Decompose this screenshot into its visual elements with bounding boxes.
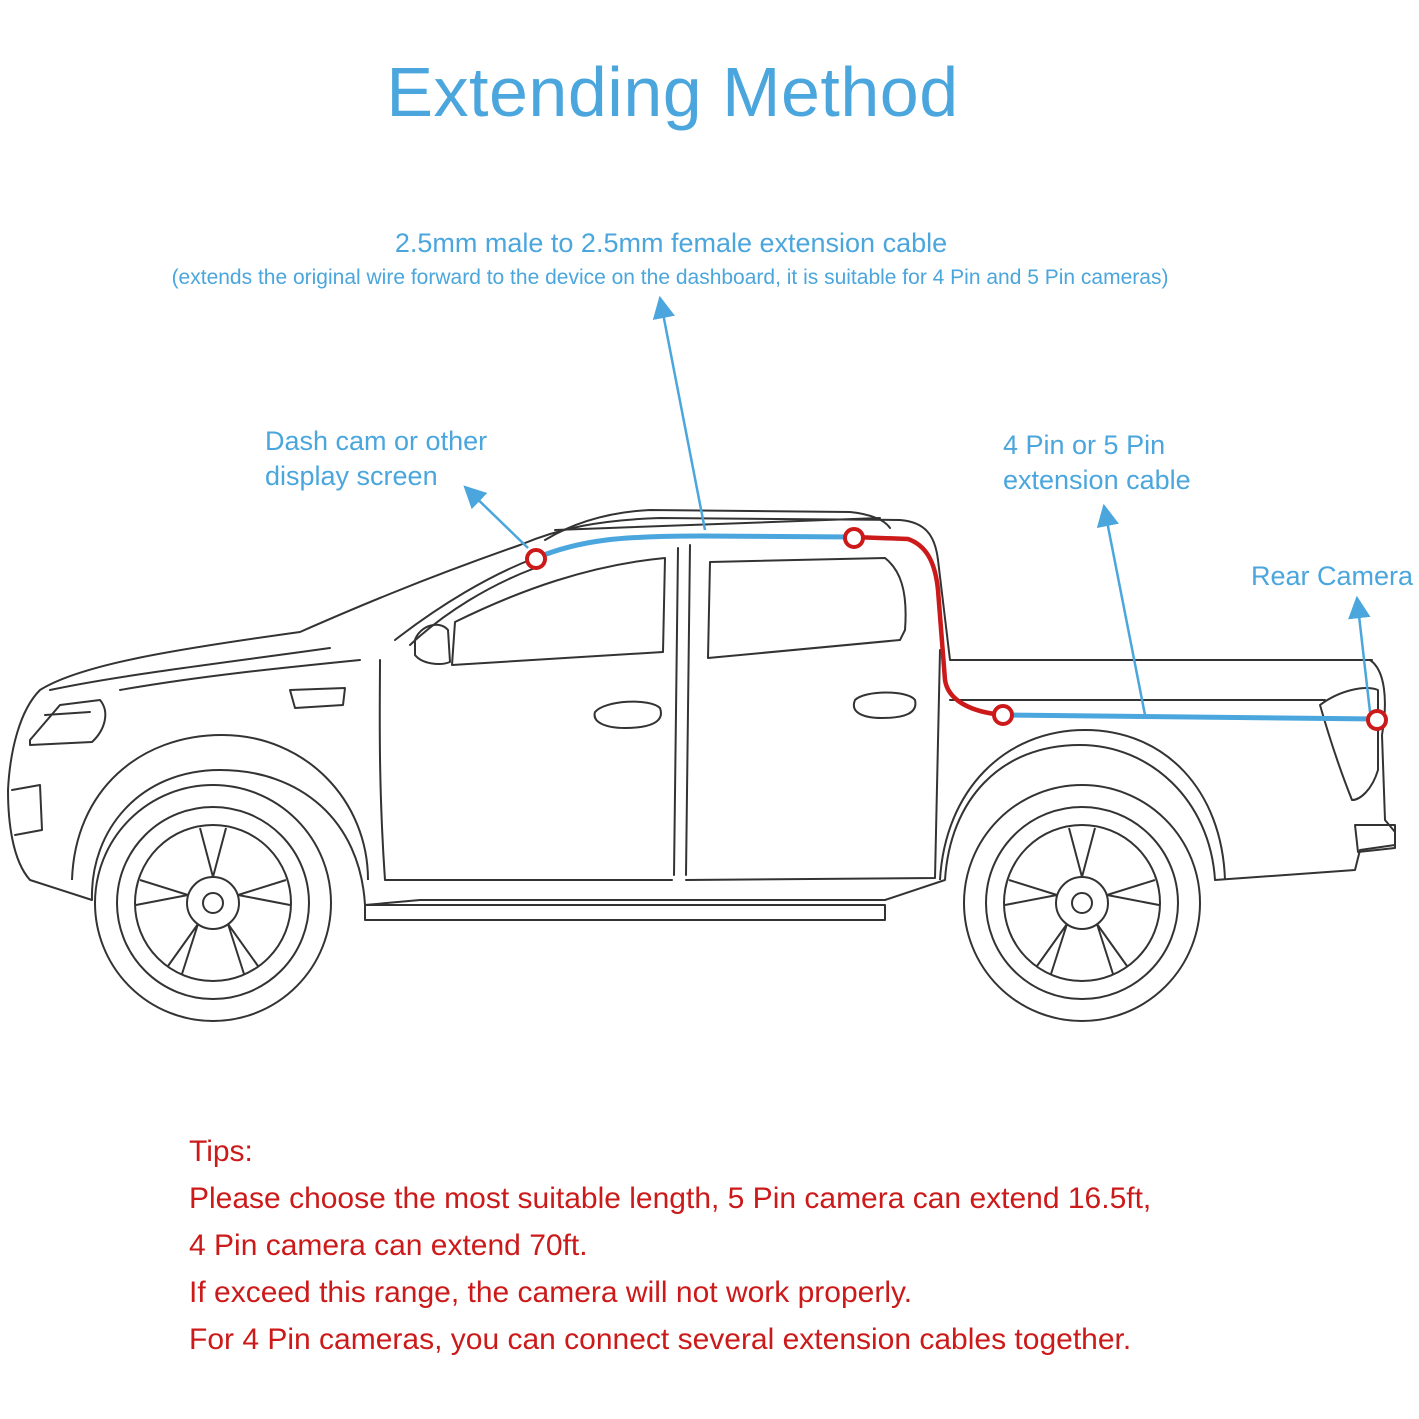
dash-cam-label: Dash cam or other display screen xyxy=(265,424,487,494)
tips-line-3: If exceed this range, the camera will no… xyxy=(189,1276,913,1309)
roof-connector xyxy=(843,527,865,549)
tips-line-1: Please choose the most suitable length, … xyxy=(189,1182,1152,1215)
tips-line-4: For 4 Pin cameras, you can connect sever… xyxy=(189,1323,1132,1356)
wheel-arches xyxy=(71,728,1226,881)
tips-heading: Tips: xyxy=(189,1135,253,1168)
truck-outline xyxy=(7,509,1396,921)
cable-main-label: 2.5mm male to 2.5mm female extension cab… xyxy=(394,228,948,258)
cable-sub-label: (extends the original wire forward to th… xyxy=(171,266,1169,289)
original-wire xyxy=(850,534,1006,718)
page-title: Extending Method xyxy=(386,53,959,131)
rear-camera-label: Rear Camera xyxy=(1251,561,1414,591)
rear-camera-pointer xyxy=(1348,595,1372,713)
tips-line-2: 4 Pin camera can extend 70ft. xyxy=(189,1229,588,1262)
dash-connector xyxy=(525,548,547,570)
rear-camera-connector xyxy=(1366,709,1388,731)
pin-cable-label: 4 Pin or 5 Pin extension cable xyxy=(1003,428,1191,498)
pin-cable-pointer xyxy=(1096,503,1147,716)
dash-cam-label-line1: Dash cam or other xyxy=(265,426,488,456)
cable-main-pointer xyxy=(652,295,707,531)
rear-extension-cable xyxy=(1000,712,1380,722)
pin-cable-label-line2: extension cable xyxy=(1003,465,1191,495)
dash-cam-pointer xyxy=(463,485,529,549)
tips-block: Tips: Please choose the most suitable le… xyxy=(189,1128,1151,1363)
dash-cam-label-line2: display screen xyxy=(265,461,438,491)
front-wheel xyxy=(94,784,332,1022)
pin-cable-label-line1: 4 Pin or 5 Pin xyxy=(1003,430,1166,460)
bed-connector xyxy=(992,704,1014,726)
front-extension-cable xyxy=(533,533,856,561)
rear-wheel xyxy=(963,784,1201,1022)
